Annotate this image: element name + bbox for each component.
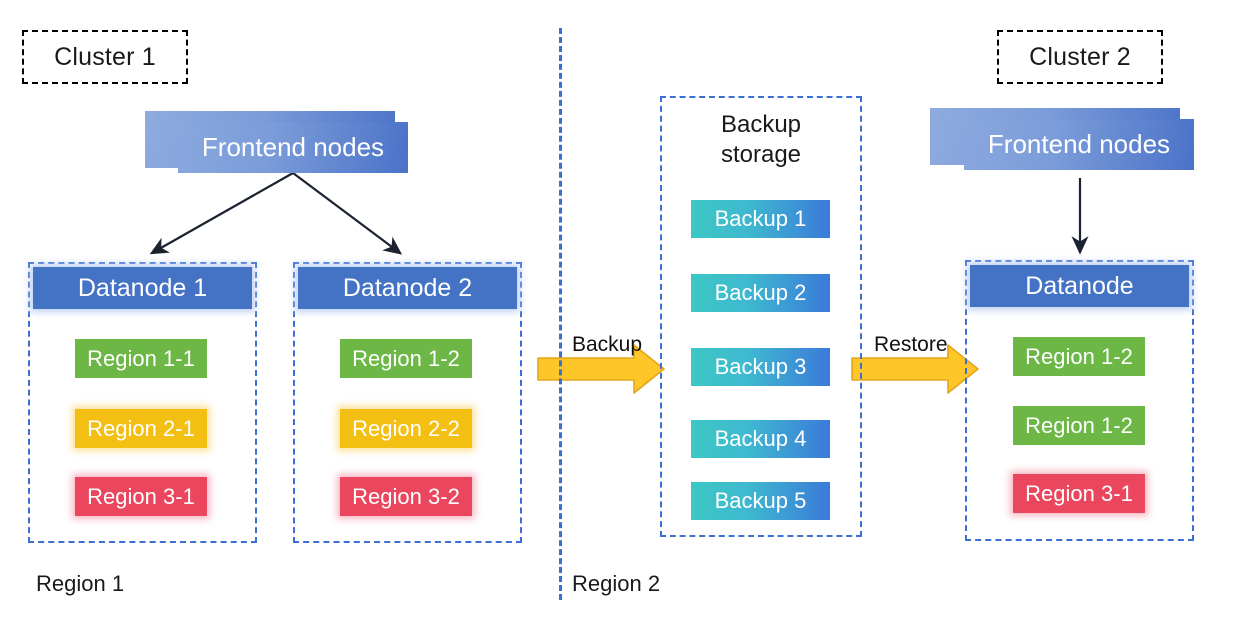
region-divider <box>559 28 562 600</box>
backup-item-2-label: Backup 2 <box>714 280 807 305</box>
backup-item-1[interactable]: Backup 1 <box>691 200 830 238</box>
backup-item-2[interactable]: Backup 2 <box>691 274 830 312</box>
datanode2-region-1[interactable]: Region 1-2 <box>340 339 472 378</box>
backup-item-4[interactable]: Backup 4 <box>691 420 830 458</box>
datanode1-region-1[interactable]: Region 1-1 <box>75 339 207 378</box>
cluster2-frontend-card-front[interactable]: Frontend nodes <box>964 119 1194 170</box>
region2-caption: Region 2 <box>572 571 660 597</box>
datanode2-region-1-label: Region 1-2 <box>352 345 460 371</box>
datanode1-region-2-label: Region 2-1 <box>87 415 195 441</box>
datanode2-container <box>293 262 522 543</box>
datanode2-header[interactable]: Datanode 2 <box>298 267 517 309</box>
datanode2-region-2[interactable]: Region 2-2 <box>340 409 472 448</box>
backup-item-3[interactable]: Backup 3 <box>691 348 830 386</box>
backup-storage-title-line2: storage <box>720 141 802 168</box>
datanode1-region-3[interactable]: Region 3-1 <box>75 477 207 516</box>
backup-storage-title-line1: Backup <box>720 111 802 138</box>
cluster1-frontend-label: Frontend nodes <box>201 132 385 162</box>
cluster2-datanode-region-3[interactable]: Region 3-1 <box>1013 474 1145 513</box>
cluster2-tag: Cluster 2 <box>997 30 1163 84</box>
datanode2-region-3[interactable]: Region 3-2 <box>340 477 472 516</box>
datanode1-region-3-label: Region 3-1 <box>87 483 195 509</box>
region1-caption: Region 1 <box>36 571 124 597</box>
datanode1-region-1-label: Region 1-1 <box>87 345 195 371</box>
backup-item-1-label: Backup 1 <box>714 206 807 231</box>
cluster2-frontend-label: Frontend nodes <box>987 129 1171 159</box>
backup-storage-title: Backup storage <box>660 110 862 170</box>
restore-flow-label-text: Restore <box>874 333 948 356</box>
datanode2-region-3-label: Region 3-2 <box>352 483 460 509</box>
cluster2-datanode-region-2[interactable]: Region 1-2 <box>1013 406 1145 445</box>
backup-storage-container <box>660 96 862 537</box>
backup-item-4-label: Backup 4 <box>714 426 807 451</box>
backup-item-5-label: Backup 5 <box>714 488 807 513</box>
cluster2-datanode-title: Datanode <box>1025 271 1134 300</box>
datanode1-region-2[interactable]: Region 2-1 <box>75 409 207 448</box>
cluster2-datanode-region-2-label: Region 1-2 <box>1025 412 1133 438</box>
cluster2-datanode-container <box>965 260 1194 541</box>
cluster1-frontend-card-front[interactable]: Frontend nodes <box>178 122 408 173</box>
cluster2-datanode-region-1[interactable]: Region 1-2 <box>1013 337 1145 376</box>
cluster1-tag-label: Cluster 1 <box>54 42 156 71</box>
datanode2-title: Datanode 2 <box>342 273 473 302</box>
connector-frontend-to-datanode1 <box>149 172 294 255</box>
datanode1-title: Datanode 1 <box>77 273 208 302</box>
datanode1-header[interactable]: Datanode 1 <box>33 267 252 309</box>
backup-flow-label-text: Backup <box>572 333 643 356</box>
cluster2-datanode-header[interactable]: Datanode <box>970 265 1189 307</box>
datanode2-region-2-label: Region 2-2 <box>352 415 460 441</box>
cluster2-tag-label: Cluster 2 <box>1029 42 1131 71</box>
region2-caption-text: Region 2 <box>572 571 661 596</box>
backup-flow-label: Backup <box>572 333 642 357</box>
connector-frontend-to-datanode2 <box>292 172 403 255</box>
datanode1-container <box>28 262 257 543</box>
cluster2-datanode-region-1-label: Region 1-2 <box>1025 343 1133 369</box>
cluster1-tag: Cluster 1 <box>22 30 188 84</box>
restore-flow-label: Restore <box>874 333 948 357</box>
backup-item-3-label: Backup 3 <box>714 354 807 379</box>
backup-item-5[interactable]: Backup 5 <box>691 482 830 520</box>
region1-caption-text: Region 1 <box>36 571 125 596</box>
cluster2-datanode-region-3-label: Region 3-1 <box>1025 480 1133 506</box>
